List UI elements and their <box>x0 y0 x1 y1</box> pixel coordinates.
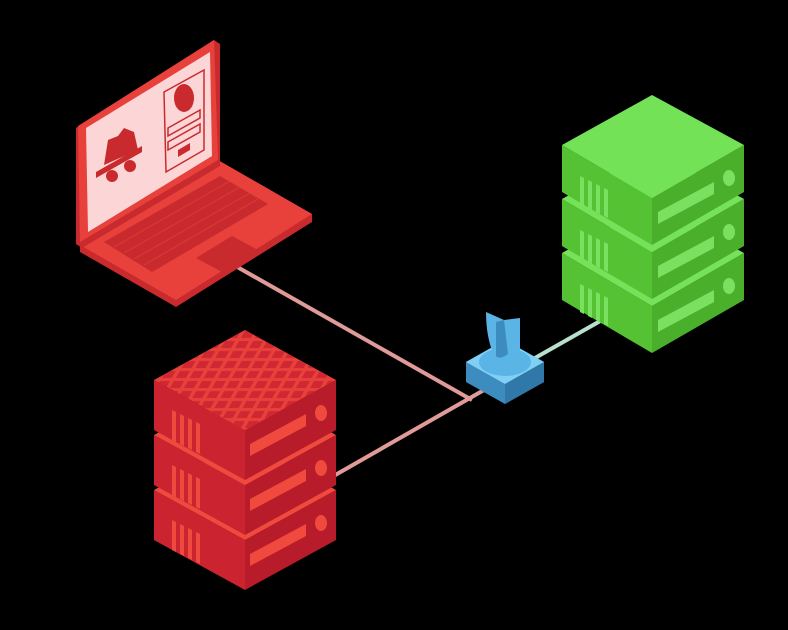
link-server-firewall <box>329 388 485 480</box>
attacker-server-stack <box>154 330 336 590</box>
link-laptop-firewall <box>231 262 473 402</box>
protected-server-stack <box>562 95 744 353</box>
shield-firewall-icon <box>466 312 544 404</box>
link-firewall-server <box>534 318 603 360</box>
incognito-laptop-icon <box>76 40 312 307</box>
